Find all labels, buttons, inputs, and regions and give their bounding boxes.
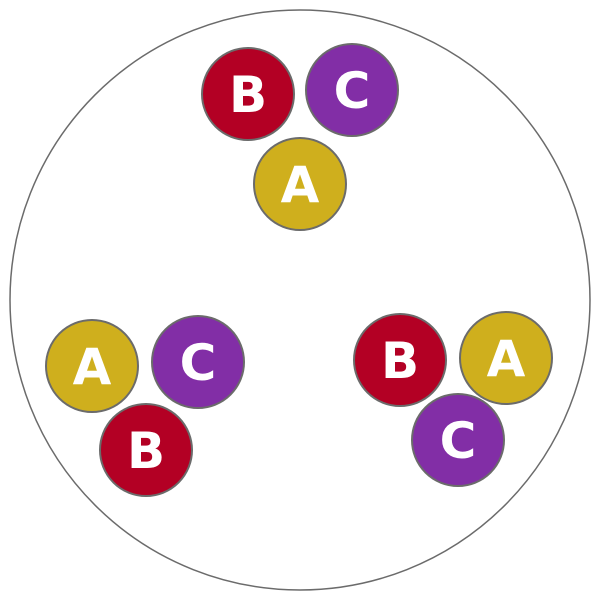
node-circle-a	[253, 137, 347, 231]
node-circle-b	[99, 403, 193, 497]
node-label: C	[440, 412, 477, 470]
group-bottom-right: B AC	[353, 311, 553, 487]
group-bottom-left: A CB	[45, 315, 245, 497]
node-circle-b	[201, 47, 295, 141]
group-top: B CA	[201, 43, 399, 231]
node-circle-c	[305, 43, 399, 137]
node-label: C	[334, 62, 371, 120]
node-label: A	[73, 338, 112, 396]
node-label: B	[127, 422, 165, 480]
node-label: A	[487, 330, 526, 388]
outer-circle	[9, 9, 591, 591]
node-label: C	[180, 334, 217, 392]
node-label: B	[381, 332, 419, 390]
node-circle-b	[353, 313, 447, 407]
node-circle-c	[151, 315, 245, 409]
node-circle-c	[411, 393, 505, 487]
node-circle-a	[459, 311, 553, 405]
node-label: B	[229, 66, 267, 124]
node-label: A	[281, 156, 320, 214]
node-circle-a	[45, 319, 139, 413]
